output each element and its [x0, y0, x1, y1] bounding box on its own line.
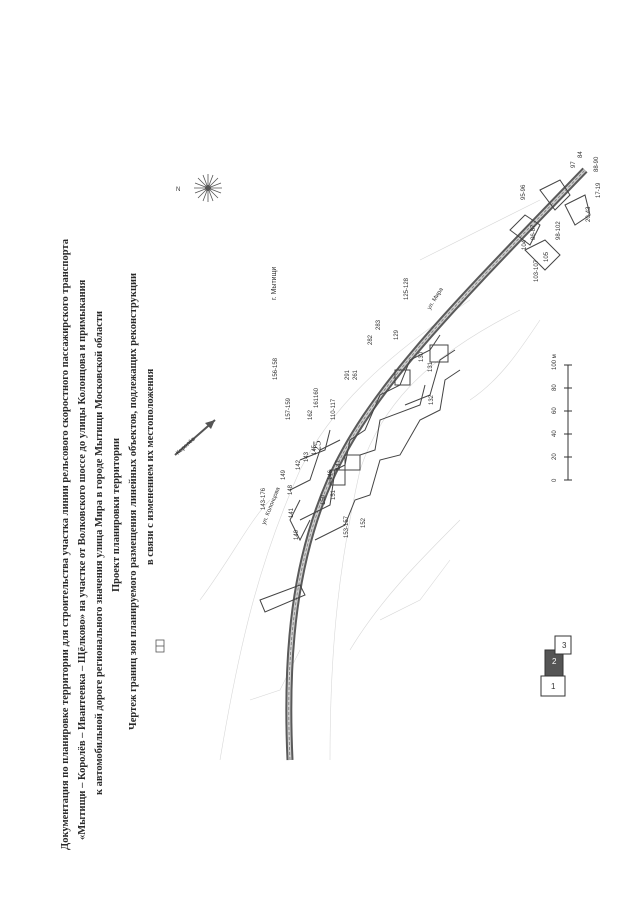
- tower-icon: [155, 639, 165, 653]
- parcel-label: 156-158: [273, 357, 279, 380]
- rail-alignment: [285, 167, 588, 761]
- city-label: г. Мытищи: [271, 267, 278, 300]
- parcel-label: 141: [289, 507, 295, 518]
- scale-label: 40: [552, 430, 558, 437]
- parcel-label: 131: [428, 361, 434, 372]
- parcel-label: 283: [376, 319, 382, 330]
- parcel-label: 150: [321, 494, 327, 505]
- parcel-label: 162: [308, 409, 314, 420]
- legend-number: 1: [551, 682, 556, 691]
- parcel-label: 97: [571, 161, 577, 168]
- parcel-label: 157-159: [286, 397, 292, 420]
- background-contours: [199, 199, 541, 761]
- direction-arrow: Королёв: [174, 419, 216, 456]
- parcel-label: 130: [419, 351, 425, 362]
- scale-label: 100 м: [552, 354, 558, 370]
- parcel-label: 143-176: [261, 487, 267, 510]
- parcel-label: 84: [578, 151, 584, 158]
- parcel-label: 148: [288, 484, 294, 495]
- parcel-label: 291: [345, 369, 351, 380]
- zone-boundaries: [259, 179, 591, 613]
- parcel-label: 110-117: [331, 398, 337, 420]
- scale-label: 80: [552, 384, 558, 391]
- parcel-label: 143: [304, 451, 310, 462]
- parcel-label: 17-19: [596, 182, 602, 198]
- index-map: 1 2 3: [540, 635, 572, 697]
- parcel-label: 146: [328, 469, 334, 480]
- parcel-label: 147: [336, 459, 342, 470]
- parcel-label: 161: [314, 397, 320, 408]
- parcel-label: 140: [294, 529, 300, 540]
- parcel-label: 261: [353, 369, 359, 380]
- parcel-label: 20-43: [586, 206, 592, 222]
- legend-number: 2: [552, 657, 557, 666]
- scale-label: 0: [552, 478, 558, 482]
- scale-label: 20: [552, 453, 558, 460]
- north-label: N: [176, 187, 180, 193]
- parcel-label: 152: [361, 517, 367, 528]
- parcel-labels: 84 86-87 88-90 95-96 97 17-19 20-43 104 …: [261, 151, 602, 540]
- legend-number: 3: [562, 641, 567, 650]
- parcel-label: 95-96: [521, 184, 527, 200]
- scale-bar: 0 20 40 60 80 100 м: [552, 354, 572, 482]
- parcel-label: 153-157: [344, 515, 350, 538]
- parcel-label: 145: [312, 444, 318, 455]
- parcel-label: 160: [314, 387, 320, 398]
- parcel-label: 86-87: [531, 224, 537, 240]
- parcel-label: 149: [281, 469, 287, 480]
- parcel-label: 129: [394, 329, 400, 340]
- parcel-label: 132: [429, 394, 435, 405]
- parcel-label: 142: [296, 459, 302, 470]
- direction-label: Королёв: [175, 436, 196, 456]
- parcel-label: 104: [522, 239, 528, 250]
- street-mira-label: ул. Мира: [427, 286, 446, 311]
- parcel-label: 282: [368, 334, 374, 345]
- parcel-label: 105: [544, 251, 550, 262]
- parcel-label: 103-107: [534, 259, 540, 282]
- north-compass-icon: N: [176, 174, 222, 202]
- parcel-label: 88-90: [594, 156, 600, 172]
- scale-label: 60: [552, 407, 558, 414]
- parcel-label: 98-102: [556, 221, 562, 240]
- parcel-label: 125-128: [404, 277, 410, 300]
- parcel-label: 151: [331, 489, 337, 500]
